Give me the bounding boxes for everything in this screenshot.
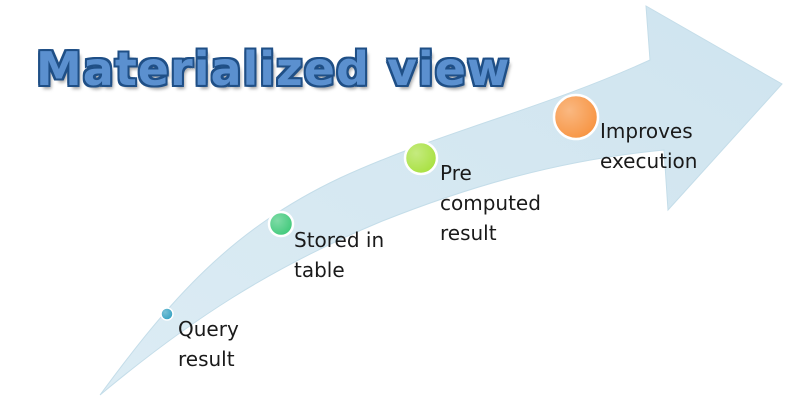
step-line: Pre [440,161,472,185]
curved-arrow [99,5,783,396]
step-line: Query [178,317,239,341]
step-label-improves-execution: Improves execution [600,116,697,176]
step-dot-highlight [554,95,598,139]
step-dot-highlight [405,142,437,174]
step-line: Improves [600,119,693,143]
step-markers [160,93,600,321]
step-line: Stored in [294,228,385,252]
step-line: execution [600,149,698,173]
step-line: result [440,221,497,245]
step-line: result [178,347,235,371]
step-dot-highlight [161,308,173,320]
step-line: computed [440,191,541,215]
step-label-stored-in-table: Stored in table [294,225,384,285]
step-label-pre-computed-result: Pre computed result [440,158,541,248]
step-label-query-result: Query result [178,314,239,374]
diagram-title: Materialized view [36,42,511,96]
step-line: table [294,258,345,282]
step-dot-highlight [269,212,293,236]
